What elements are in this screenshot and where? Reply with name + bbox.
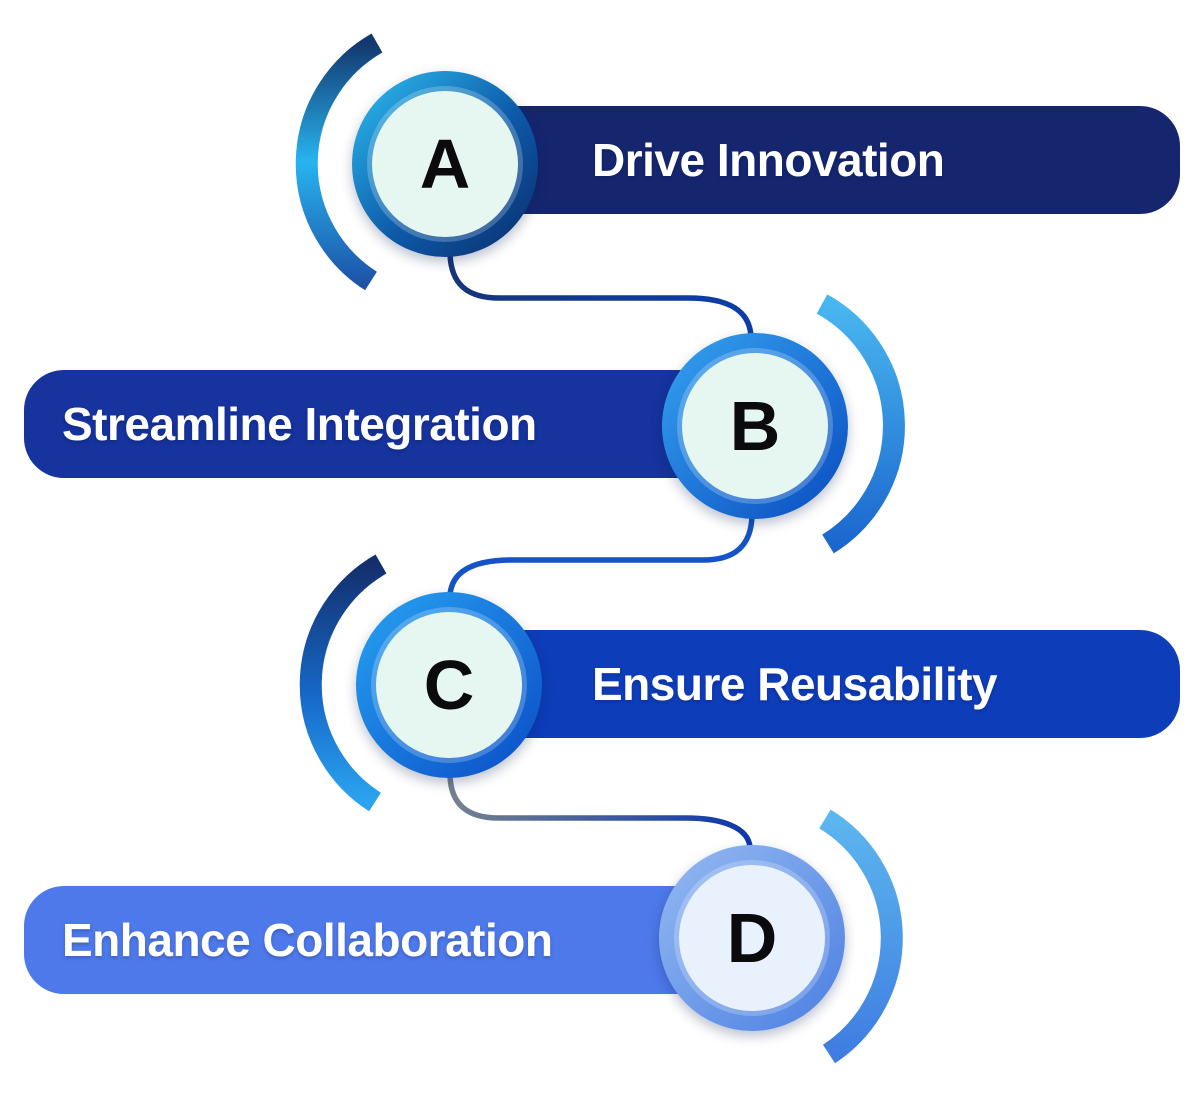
pill-ensure-reusability: Ensure Reusability [500,630,1180,738]
arc-decoration-a [295,33,383,291]
connector-b-to-c [447,513,755,598]
pill-label: Streamline Integration [62,398,537,450]
connector-c-to-d [447,773,753,850]
arc-decoration-c [299,554,387,812]
pill-label: Drive Innovation [592,134,945,186]
pill-enhance-collaboration: Enhance Collaboration [24,886,710,994]
node-circle-a: A [352,71,538,257]
node-circle-d: D [659,845,845,1031]
node-letter-d: D [679,865,825,1011]
node-letter-c: C [376,612,522,758]
pill-label: Enhance Collaboration [62,914,553,966]
node-circle-b: B [662,333,848,519]
connector-a-to-b [447,251,754,339]
pill-drive-innovation: Drive Innovation [500,106,1180,214]
arc-decoration-d [819,809,903,1064]
node-circle-c: C [356,592,542,778]
arc-decoration-b [816,294,905,554]
node-letter-a: A [372,91,518,237]
pill-label: Ensure Reusability [592,658,998,710]
pill-streamline-integration: Streamline Integration [24,370,710,478]
node-letter-b: B [682,353,828,499]
